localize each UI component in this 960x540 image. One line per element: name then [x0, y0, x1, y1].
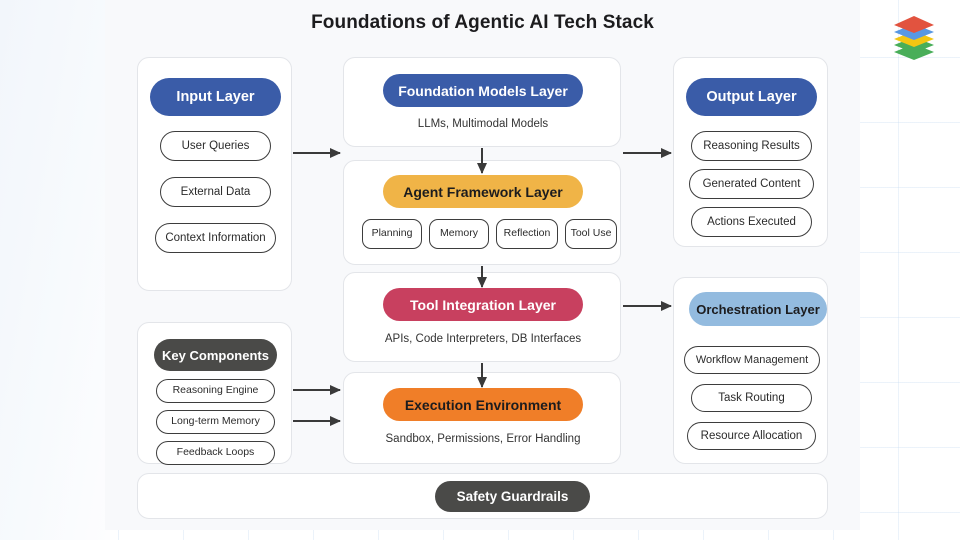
safety-guardrails-header[interactable]: Safety Guardrails: [435, 481, 590, 512]
background-left-wash: [0, 0, 110, 540]
panel-agent-framework: Agent Framework Layer Planning Memory Re…: [343, 160, 621, 265]
input-item-user-queries[interactable]: User Queries: [160, 131, 271, 161]
agent-framework-item-tool-use[interactable]: Tool Use: [565, 219, 617, 249]
execution-environment-header[interactable]: Execution Environment: [383, 388, 583, 421]
panel-foundation-models: Foundation Models Layer LLMs, Multimodal…: [343, 57, 621, 147]
agent-framework-item-planning[interactable]: Planning: [362, 219, 422, 249]
tool-integration-caption: APIs, Code Interpreters, DB Interfaces: [384, 333, 582, 345]
output-item-reasoning-results[interactable]: Reasoning Results: [691, 131, 812, 161]
panel-input-layer: Input Layer User Queries External Data C…: [137, 57, 292, 291]
key-component-feedback-loops[interactable]: Feedback Loops: [156, 441, 275, 465]
agent-framework-header[interactable]: Agent Framework Layer: [383, 175, 583, 208]
panel-output-layer: Output Layer Reasoning Results Generated…: [673, 57, 828, 247]
orchestration-item-workflow-management[interactable]: Workflow Management: [684, 346, 820, 374]
key-component-reasoning-engine[interactable]: Reasoning Engine: [156, 379, 275, 403]
orchestration-item-task-routing[interactable]: Task Routing: [691, 384, 812, 412]
foundation-models-header[interactable]: Foundation Models Layer: [383, 74, 583, 107]
key-components-header[interactable]: Key Components: [154, 339, 277, 371]
input-layer-header[interactable]: Input Layer: [150, 78, 281, 116]
execution-environment-caption: Sandbox, Permissions, Error Handling: [385, 433, 581, 445]
orchestration-item-resource-allocation[interactable]: Resource Allocation: [687, 422, 816, 450]
orchestration-layer-header[interactable]: Orchestration Layer: [689, 292, 827, 326]
agent-framework-item-memory[interactable]: Memory: [429, 219, 489, 249]
tool-integration-header[interactable]: Tool Integration Layer: [383, 288, 583, 321]
input-item-external-data[interactable]: External Data: [160, 177, 271, 207]
diagram-canvas: Foundations of Agentic AI Tech Stack Inp…: [105, 0, 860, 530]
output-item-actions-executed[interactable]: Actions Executed: [691, 207, 812, 237]
key-component-long-term-memory[interactable]: Long-term Memory: [156, 410, 275, 434]
input-item-context-information[interactable]: Context Information: [155, 223, 276, 253]
agent-framework-item-reflection[interactable]: Reflection: [496, 219, 558, 249]
page-title: Foundations of Agentic AI Tech Stack: [311, 12, 654, 33]
panel-orchestration-layer: Orchestration Layer Workflow Management …: [673, 277, 828, 464]
output-item-generated-content[interactable]: Generated Content: [689, 169, 814, 199]
panel-safety-guardrails: Safety Guardrails: [137, 473, 828, 519]
stacked-layers-logo-icon: [890, 14, 938, 60]
panel-key-components: Key Components Reasoning Engine Long-ter…: [137, 322, 292, 465]
output-layer-header[interactable]: Output Layer: [686, 78, 817, 116]
foundation-models-caption: LLMs, Multimodal Models: [417, 118, 549, 130]
